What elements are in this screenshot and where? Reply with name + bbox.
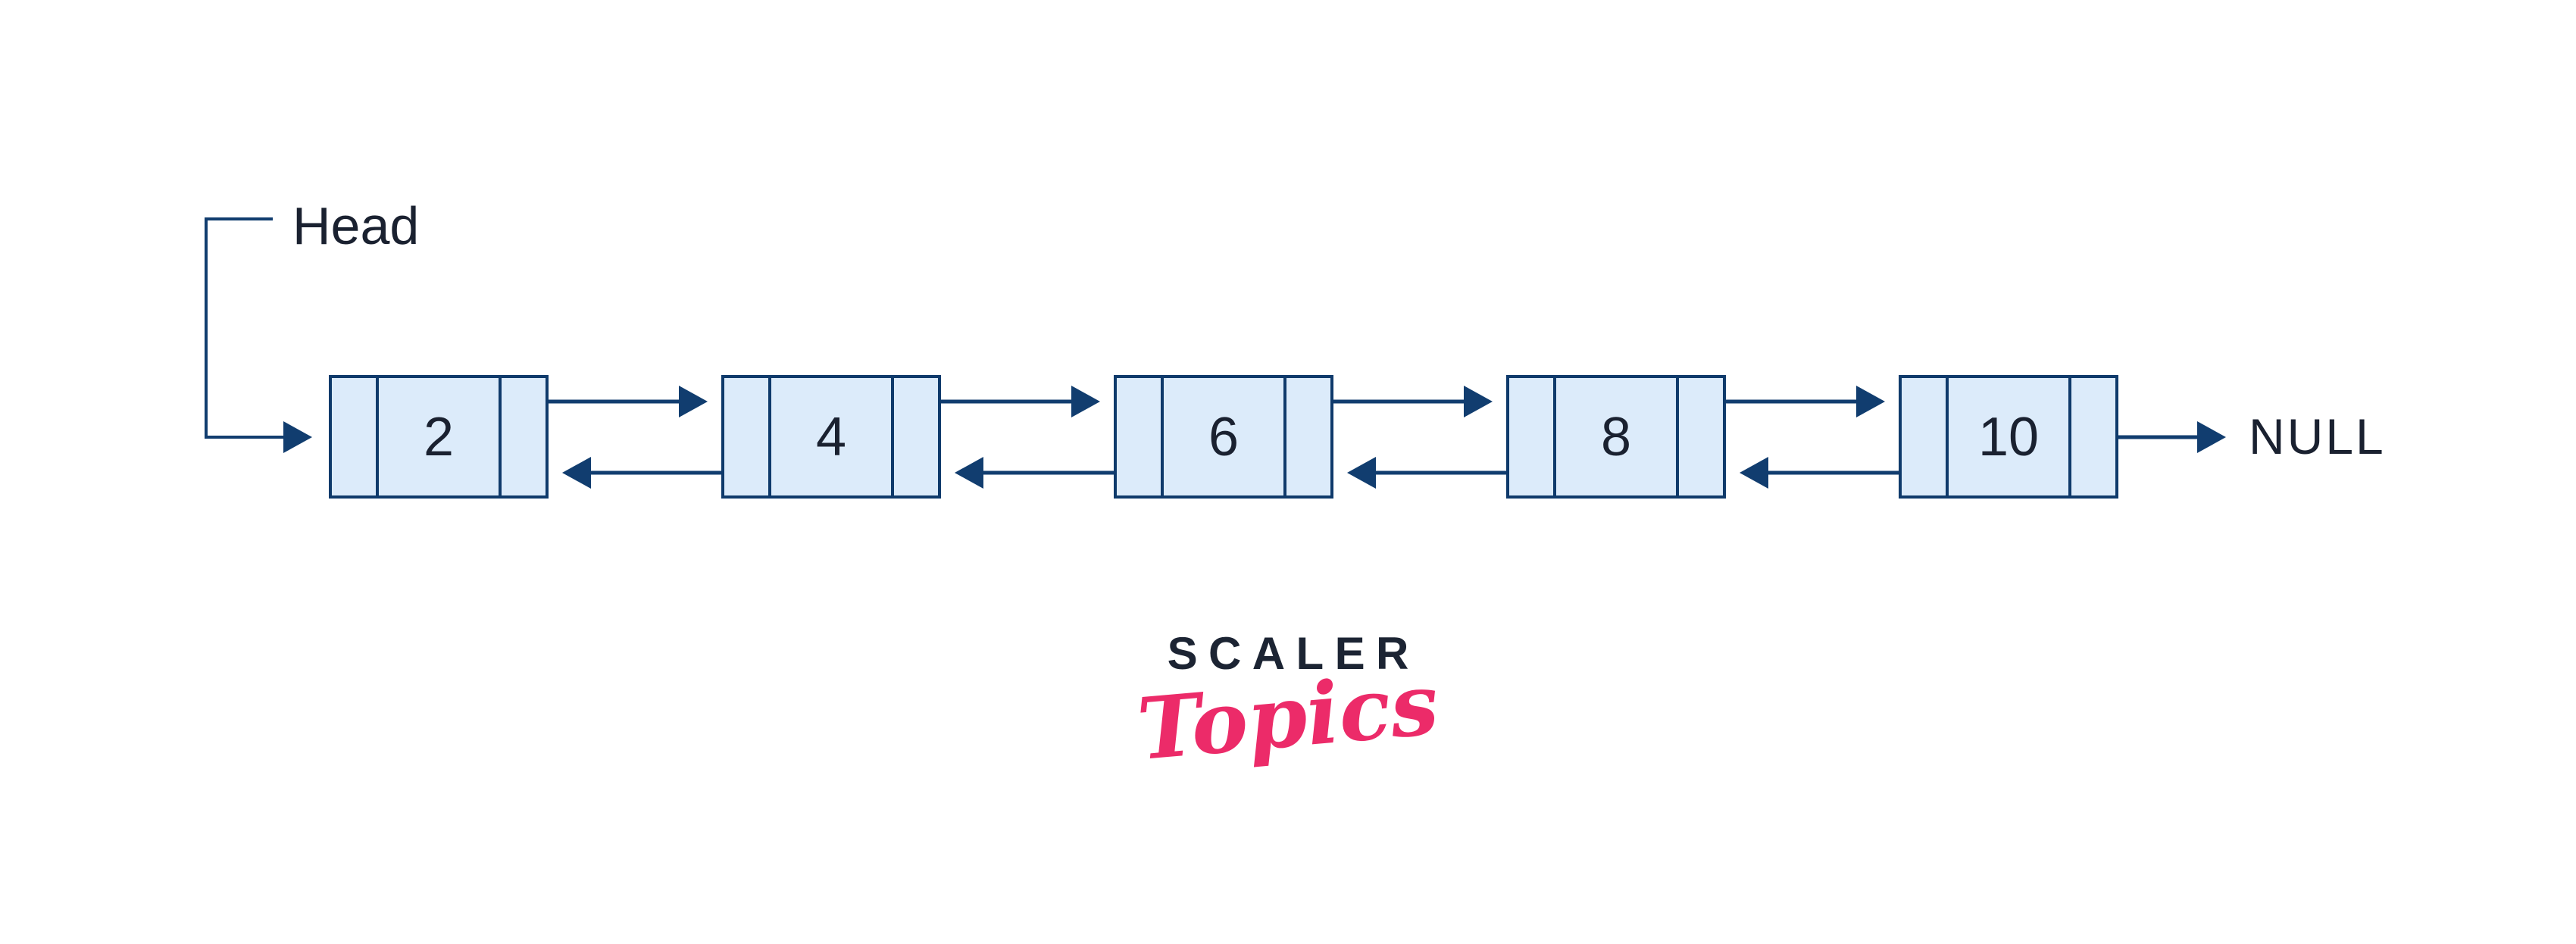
next-pointer-cell (499, 378, 546, 495)
next-pointer-cell (891, 378, 938, 495)
data-cell: 6 (1164, 378, 1283, 495)
head-label: Head (292, 196, 420, 255)
node-value: 10 (1977, 406, 2040, 467)
logo-wordmark-scaler: SCALER (1167, 628, 1420, 679)
list-node-3: 6 (1114, 375, 1333, 499)
scaler-topics-logo: SCALER Topics (1133, 627, 1442, 780)
prev-pointer-arrow-3 (1347, 457, 1506, 489)
null-label: NULL (2249, 408, 2386, 464)
prev-pointer-cell (724, 378, 771, 495)
next-pointer-cell (2068, 378, 2115, 495)
prev-pointer-cell (332, 378, 379, 495)
next-pointer-cell (1676, 378, 1723, 495)
data-cell: 4 (771, 378, 891, 495)
next-pointer-arrow-4 (1726, 386, 1885, 417)
head-pointer-arrow (205, 217, 312, 453)
data-cell: 2 (379, 378, 499, 495)
list-node-5: 10 (1899, 375, 2118, 499)
next-pointer-arrow-1 (549, 386, 708, 417)
prev-pointer-arrow-1 (562, 457, 721, 489)
list-node-2: 4 (721, 375, 941, 499)
node-value: 6 (1208, 406, 1240, 467)
list-node-4: 8 (1506, 375, 1726, 499)
prev-pointer-arrow-2 (955, 457, 1114, 489)
null-pointer-arrow (2118, 421, 2226, 453)
next-pointer-arrow-2 (941, 386, 1100, 417)
prev-pointer-cell (1902, 378, 1949, 495)
next-pointer-arrow-3 (1333, 386, 1493, 417)
node-value: 2 (423, 406, 455, 467)
prev-pointer-cell (1509, 378, 1556, 495)
list-node-1: 2 (329, 375, 549, 499)
data-cell: 10 (1949, 378, 2068, 495)
next-pointer-cell (1283, 378, 1330, 495)
node-value: 4 (815, 406, 847, 467)
prev-pointer-cell (1117, 378, 1164, 495)
prev-pointer-arrow-4 (1740, 457, 1899, 489)
node-value: 8 (1600, 406, 1632, 467)
data-cell: 8 (1556, 378, 1676, 495)
